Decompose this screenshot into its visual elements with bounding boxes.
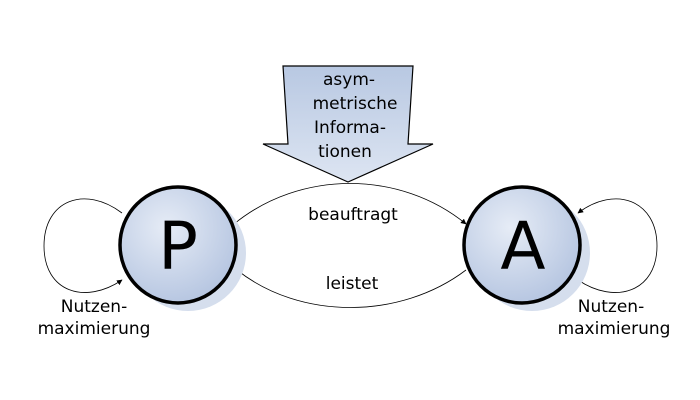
node-agent-letter: A (500, 208, 545, 285)
edge-performs (236, 269, 467, 308)
self-loop-principal-label-line-1: Nutzen- (61, 297, 127, 317)
information-arrow-line-2: metrische (313, 94, 398, 114)
edge-commissions (233, 183, 467, 225)
edge-commissions-label: beauftragt (308, 205, 398, 225)
node-principal-letter: P (158, 208, 198, 285)
node-principal: P (118, 185, 246, 311)
information-arrow-shape (262, 65, 434, 183)
self-loop-agent (577, 198, 658, 293)
self-loop-principal-label-line-2: maximierung (38, 319, 151, 339)
self-loop-agent-label-line-1: Nutzen- (578, 297, 644, 317)
node-agent-circle (462, 185, 582, 305)
information-arrow: asym- metrische Informa- tionen (262, 65, 434, 183)
node-principal-circle (118, 185, 238, 305)
information-arrow-line-1: asym- (323, 70, 375, 90)
information-arrow-line-3: Informa- (314, 118, 386, 138)
edge-performs-label: leistet (326, 274, 379, 294)
self-loop-agent-label-line-2: maximierung (558, 319, 671, 339)
self-loop-principal (43, 198, 123, 293)
node-agent: A (462, 185, 590, 311)
information-arrow-line-4: tionen (318, 142, 372, 162)
